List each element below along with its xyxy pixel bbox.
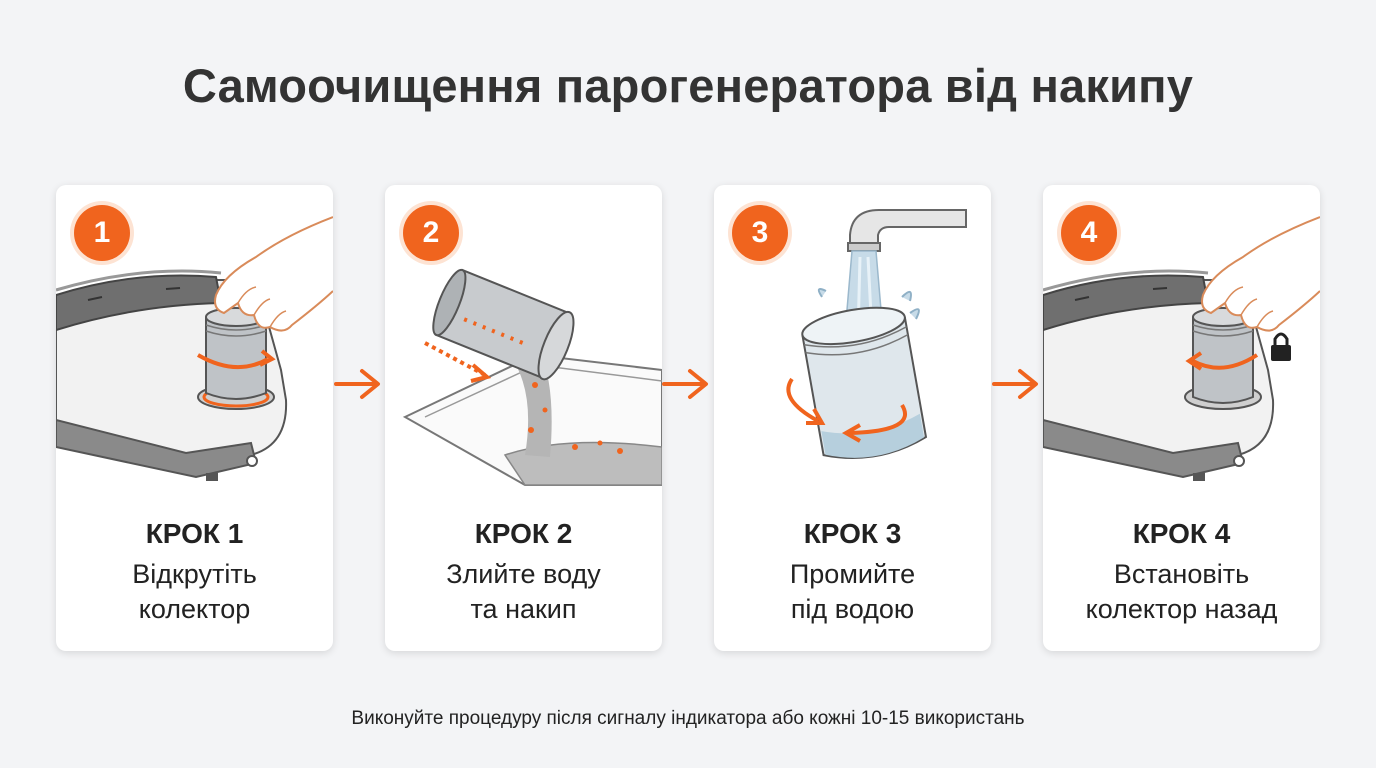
arrow-right-icon (662, 369, 708, 399)
step-description-line: колектор назад (1085, 594, 1278, 624)
reinstall-collector-illustration (1043, 216, 1320, 481)
footer-note: Виконуйте процедуру після сигналу індика… (351, 708, 1025, 729)
step-label: КРОК 4 (1132, 518, 1231, 549)
arrow-right-icon (992, 369, 1038, 399)
step-description: Встановіть колектор назад (1043, 557, 1320, 627)
step-description-line: Промийте (789, 559, 916, 589)
step-description: Відкрутіть колектор (56, 557, 333, 627)
step-description-line: Злийте воду (446, 559, 601, 589)
step-card-2: 2 КРОК 2 Злийте воду та накип (385, 185, 662, 651)
step-number-badge: 3 (732, 205, 788, 261)
step-number-badge: 2 (403, 205, 459, 261)
unscrew-collector-illustration (56, 216, 333, 481)
step-card-4: 4 КРОК 4 Встановіть колектор назад (1043, 185, 1320, 651)
step-label: КРОК 3 (803, 518, 902, 549)
step-description-line: та накип (470, 594, 577, 624)
step-label: КРОК 1 (145, 518, 244, 549)
step-card-3: 3 КРОК 3 Промийте під водою (714, 185, 991, 651)
step-description-line: під водою (790, 594, 915, 624)
lock-icon (1271, 332, 1291, 361)
step-description-line: Відкрутіть (132, 559, 257, 589)
step-label: КРОК 2 (474, 518, 573, 549)
step-number-badge: 4 (1061, 205, 1117, 261)
drain-water-illustration (402, 268, 662, 486)
rinse-under-water-illustration (786, 209, 967, 459)
step-description-line: Встановіть (1113, 559, 1250, 589)
step-number-badge: 1 (74, 205, 130, 261)
step-description-line: колектор (138, 594, 251, 624)
step-description: Злийте воду та накип (385, 557, 662, 627)
page-title: Самоочищення парогенератора від накипу (182, 59, 1194, 112)
step-card-1: 1 КРОК 1 Відкрутіть колектор (56, 185, 333, 651)
arrow-right-icon (334, 369, 380, 399)
step-description: Промийте під водою (714, 557, 991, 627)
